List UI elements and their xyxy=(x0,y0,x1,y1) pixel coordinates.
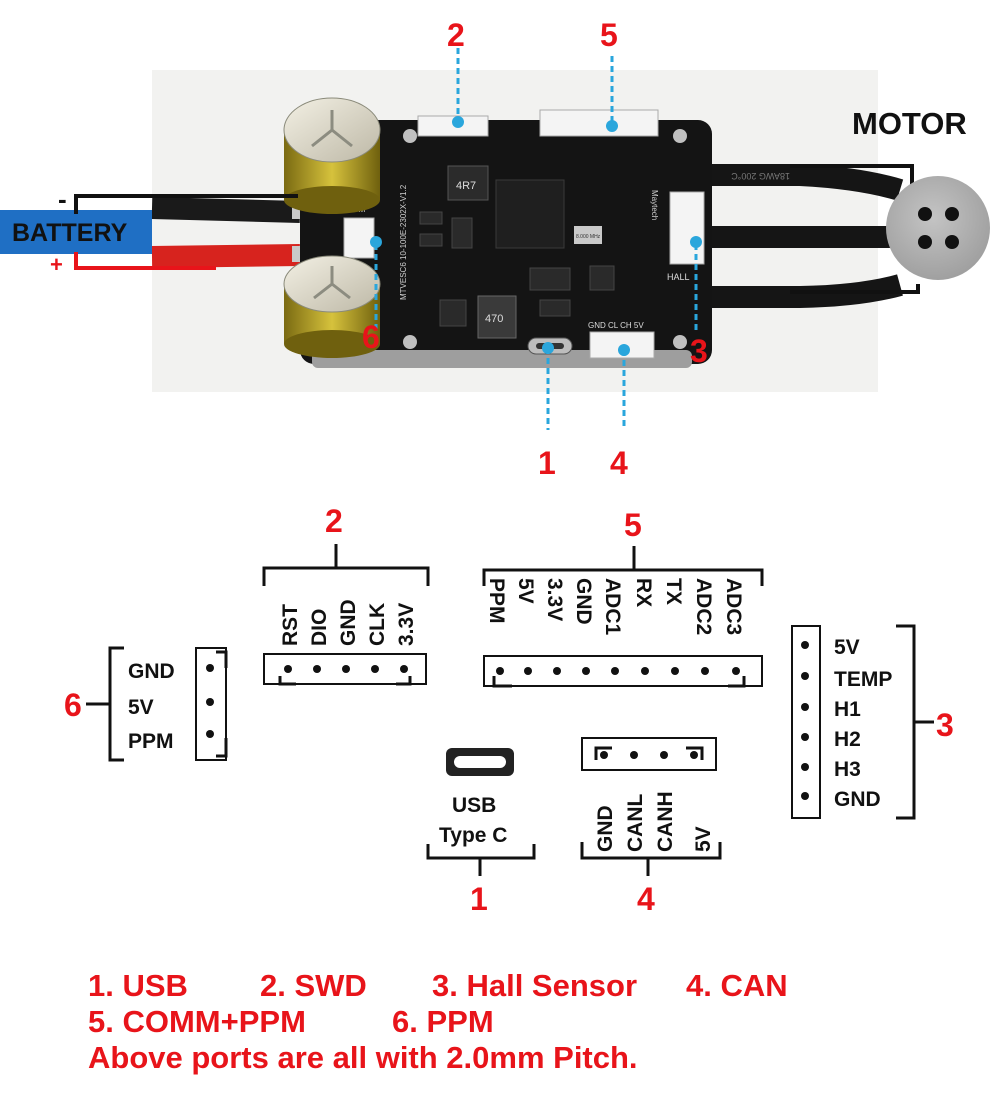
port-legend: 1. USB 2. SWD 3. Hall Sensor 4. CAN 5. COMM… xyxy=(88,968,988,1076)
crystal xyxy=(574,226,602,244)
battery-plus-bracket xyxy=(74,252,216,270)
leader-dots xyxy=(370,116,702,356)
capacitor-bottom xyxy=(283,255,381,358)
comm-pin-labels: PPM 5V 3.3V GND ADC1 RX TX ADC2 ADC3 xyxy=(485,578,745,635)
legend-note: Above ports are all with 2.0mm Pitch. xyxy=(88,1040,638,1075)
motor-icon xyxy=(886,176,990,280)
silk-model: MTVESC6 10-100E-2302X-V1.2 xyxy=(399,184,408,300)
inductor-top-label: 4R7 xyxy=(456,180,476,192)
swd-pin-5: 3.3V xyxy=(395,603,418,646)
can-pin-1: GND xyxy=(594,805,617,852)
swd-pin-2: DIO xyxy=(308,609,331,646)
swd-connector xyxy=(417,115,489,137)
battery-label: BATTERY xyxy=(12,219,128,247)
can-pinout: GND CANL CANH 5V 4 xyxy=(580,737,722,917)
usb-label-1: USB xyxy=(452,794,496,817)
ppm-pin-1: GND xyxy=(128,660,175,683)
motor-bracket xyxy=(790,164,914,188)
comm-connector xyxy=(539,109,659,137)
crystal-label: 8.000 MHz xyxy=(576,234,601,240)
can-number: 4 xyxy=(637,881,655,917)
battery-minus-bracket xyxy=(74,194,298,214)
callout-5: 5 xyxy=(600,17,618,53)
comm-pin-4: GND xyxy=(572,578,595,625)
comm-pin-1: PPM xyxy=(485,578,508,624)
battery-minus: - xyxy=(58,184,67,214)
swd-pin-4: CLK xyxy=(366,603,389,646)
swd-pin-1: RST xyxy=(279,604,302,646)
can-pin-2: CANL xyxy=(624,794,647,852)
can-pin-3: CANH xyxy=(654,791,677,852)
usb-label-2: Type C xyxy=(439,824,507,847)
battery-plus: + xyxy=(50,252,63,277)
legend-comm: 5. COMM+PPM xyxy=(88,1004,306,1039)
board-photo: 18AWG 200°C 4R7 8.000 MHz 470 xyxy=(0,17,990,481)
legend-usb: 1. USB xyxy=(88,968,188,1003)
hall-pin-5: H3 xyxy=(834,758,861,781)
comm-pin-9: ADC3 xyxy=(722,578,745,635)
mcu-chip xyxy=(495,179,565,249)
capacitor-top xyxy=(283,97,381,214)
hall-pin-3: H1 xyxy=(834,698,861,721)
comm-pin-7: TX xyxy=(662,578,685,605)
can-pin-4: 5V xyxy=(692,826,715,852)
legend-can: 4. CAN xyxy=(686,968,788,1003)
hall-silk: HALL xyxy=(667,272,690,282)
small-components xyxy=(419,211,615,327)
ppm-pinout: 6 GND 5V PPM xyxy=(64,646,228,762)
hall-header xyxy=(791,625,821,819)
comm-number: 5 xyxy=(624,507,642,543)
hall-pin-4: H2 xyxy=(834,728,861,751)
hall-pinout: 5V TEMP H1 H2 H3 GND 3 xyxy=(791,624,954,820)
inductor-bottom-label: 470 xyxy=(485,313,503,325)
hall-pin-1: 5V xyxy=(834,636,860,659)
wire-print: 18AWG 200°C xyxy=(731,171,790,181)
ppm-pin-3: PPM xyxy=(128,730,174,753)
swd-pinout: 2 RST DIO GND CLK 3.3V xyxy=(262,503,430,686)
legend-row-1: 1. USB 2. SWD 3. Hall Sensor 4. CAN xyxy=(88,968,988,1004)
usb-number: 1 xyxy=(470,881,488,917)
battery-box xyxy=(0,210,152,254)
legend-swd: 2. SWD xyxy=(260,968,367,1003)
swd-pin-3: GND xyxy=(337,599,360,646)
hall-connector xyxy=(669,191,705,265)
comm-pin-8: ADC2 xyxy=(692,578,715,635)
can-silk: GND CL CH 5V xyxy=(588,321,644,330)
inductor-bottom xyxy=(477,295,517,339)
callout-1: 1 xyxy=(538,445,556,481)
legend-row-2: 5. COMM+PPM 6. PPM xyxy=(88,1004,988,1040)
usb-pinout: USB Type C 1 xyxy=(426,748,536,917)
hall-pin-2: TEMP xyxy=(834,668,892,691)
ppm-connector xyxy=(343,217,375,259)
hall-pin-6: GND xyxy=(834,788,881,811)
inductor-top xyxy=(447,165,489,201)
callout-4: 4 xyxy=(610,445,628,481)
swd-number: 2 xyxy=(325,503,343,539)
hall-number: 3 xyxy=(936,707,954,743)
comm-pin-5: ADC1 xyxy=(601,578,624,635)
comm-pin-3: 3.3V xyxy=(543,578,566,621)
motor-label: MOTOR xyxy=(852,106,967,141)
silk-brand: Maytech xyxy=(650,190,659,220)
comm-pin-6: RX xyxy=(632,578,655,607)
ppm-pin-2: 5V xyxy=(128,696,154,719)
callout-3: 3 xyxy=(690,333,708,369)
legend-hall: 3. Hall Sensor xyxy=(432,968,638,1003)
legend-ppm: 6. PPM xyxy=(392,1004,494,1039)
callout-2: 2 xyxy=(447,17,465,53)
leader-lines xyxy=(374,48,698,430)
comm-pin-2: 5V xyxy=(514,578,537,604)
ppm-number: 6 xyxy=(64,687,82,723)
comm-pinout: 5 PPM 5V 3.3V GND ADC1 RX TX ADC2 ADC3 xyxy=(482,507,764,688)
callout-6: 6 xyxy=(362,319,380,355)
